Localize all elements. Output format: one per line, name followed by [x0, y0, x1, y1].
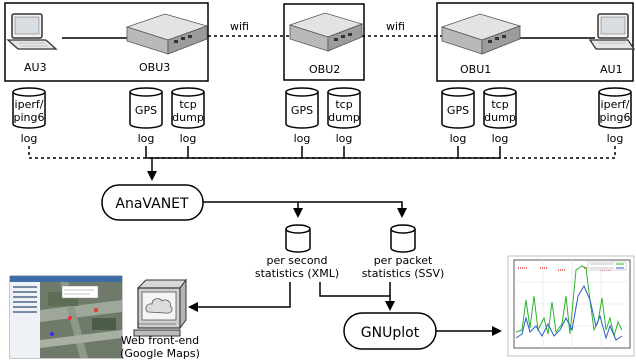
per-packet-label-line1: per packet — [374, 254, 433, 267]
tcpdump-label-line2: dump — [172, 111, 204, 124]
log-cylinder-iperf-left: iperf/ ping6 — [12, 87, 46, 129]
gnuplot-box — [343, 312, 437, 350]
log-label-tcpdump-obu3: log — [180, 132, 197, 145]
log-label-gps-obu1: log — [450, 132, 467, 145]
log-cylinder-gps-obu3: GPS — [129, 87, 163, 129]
gps-label: GPS — [447, 104, 469, 117]
tcpdump-label-line1: tcp — [179, 98, 196, 111]
anavanet-output-lines — [203, 201, 407, 218]
iperf-label-line1: iperf/ — [15, 98, 44, 111]
obu3-label: OBU3 — [139, 61, 170, 74]
log-cylinder-iperf-right: iperf/ ping6 — [598, 87, 632, 129]
laptop-icon-au1 — [588, 13, 636, 50]
anavanet-label: AnaVANET — [115, 196, 189, 212]
log-cylinder-gps-obu1: GPS — [441, 87, 475, 129]
wifi-label-right: wifi — [386, 20, 405, 33]
iperf-label-line2: ping6 — [14, 111, 45, 124]
obu1-label: OBU1 — [460, 63, 491, 76]
tcpdump-label-line1: tcp — [491, 98, 508, 111]
iperf-label-line1: iperf/ — [601, 98, 630, 111]
node-box-left — [4, 2, 209, 82]
tcpdump-label-line2: dump — [328, 111, 360, 124]
per-second-label-line2: statistics (XML) — [255, 267, 339, 280]
au3-label: AU3 — [24, 61, 47, 74]
log-collection-lines — [28, 146, 616, 181]
obu2-label: OBU2 — [309, 63, 340, 76]
log-label-gps-obu3: log — [138, 132, 155, 145]
wifi-label-left: wifi — [230, 20, 249, 33]
laptop-icon-au3 — [6, 13, 58, 50]
log-label-tcpdump-obu1: log — [492, 132, 509, 145]
web-frontend-label-line1: Web front-end — [121, 334, 199, 347]
node-box-right — [436, 2, 634, 82]
per-packet-label-line2: statistics (SSV) — [362, 267, 445, 280]
computer-monitor-icon — [133, 278, 187, 337]
log-label-iperf-right: log — [607, 132, 624, 145]
gps-label: GPS — [135, 104, 157, 117]
per-packet-db — [390, 224, 416, 253]
per-second-db — [285, 224, 311, 253]
store-output-lines — [188, 282, 502, 336]
log-label-gps-obu2: log — [294, 132, 311, 145]
tcpdump-label-line1: tcp — [335, 98, 352, 111]
log-cylinder-tcpdump-obu2: tcp dump — [327, 87, 361, 129]
gnuplot-label: GNUplot — [361, 325, 420, 341]
gps-label: GPS — [291, 104, 313, 117]
log-cylinder-tcpdump-obu3: tcp dump — [171, 87, 205, 129]
router-icon-obu3 — [125, 13, 209, 55]
google-maps-screenshot-thumbnail — [9, 275, 123, 359]
gnuplot-output-plot-thumbnail — [507, 255, 635, 357]
web-frontend-label-line2: (Google Maps) — [120, 347, 200, 360]
per-second-label-line1: per second — [267, 254, 328, 267]
log-cylinder-gps-obu2: GPS — [285, 87, 319, 129]
iperf-label-line2: ping6 — [600, 111, 631, 124]
tcpdump-label-line2: dump — [484, 111, 516, 124]
au1-label: AU1 — [600, 63, 623, 76]
log-label-tcpdump-obu2: log — [336, 132, 353, 145]
router-icon-obu2 — [288, 12, 364, 52]
node-box-middle — [283, 3, 365, 81]
router-icon-obu1 — [440, 13, 522, 55]
log-label-iperf-left: log — [21, 132, 38, 145]
log-cylinder-tcpdump-obu1: tcp dump — [483, 87, 517, 129]
